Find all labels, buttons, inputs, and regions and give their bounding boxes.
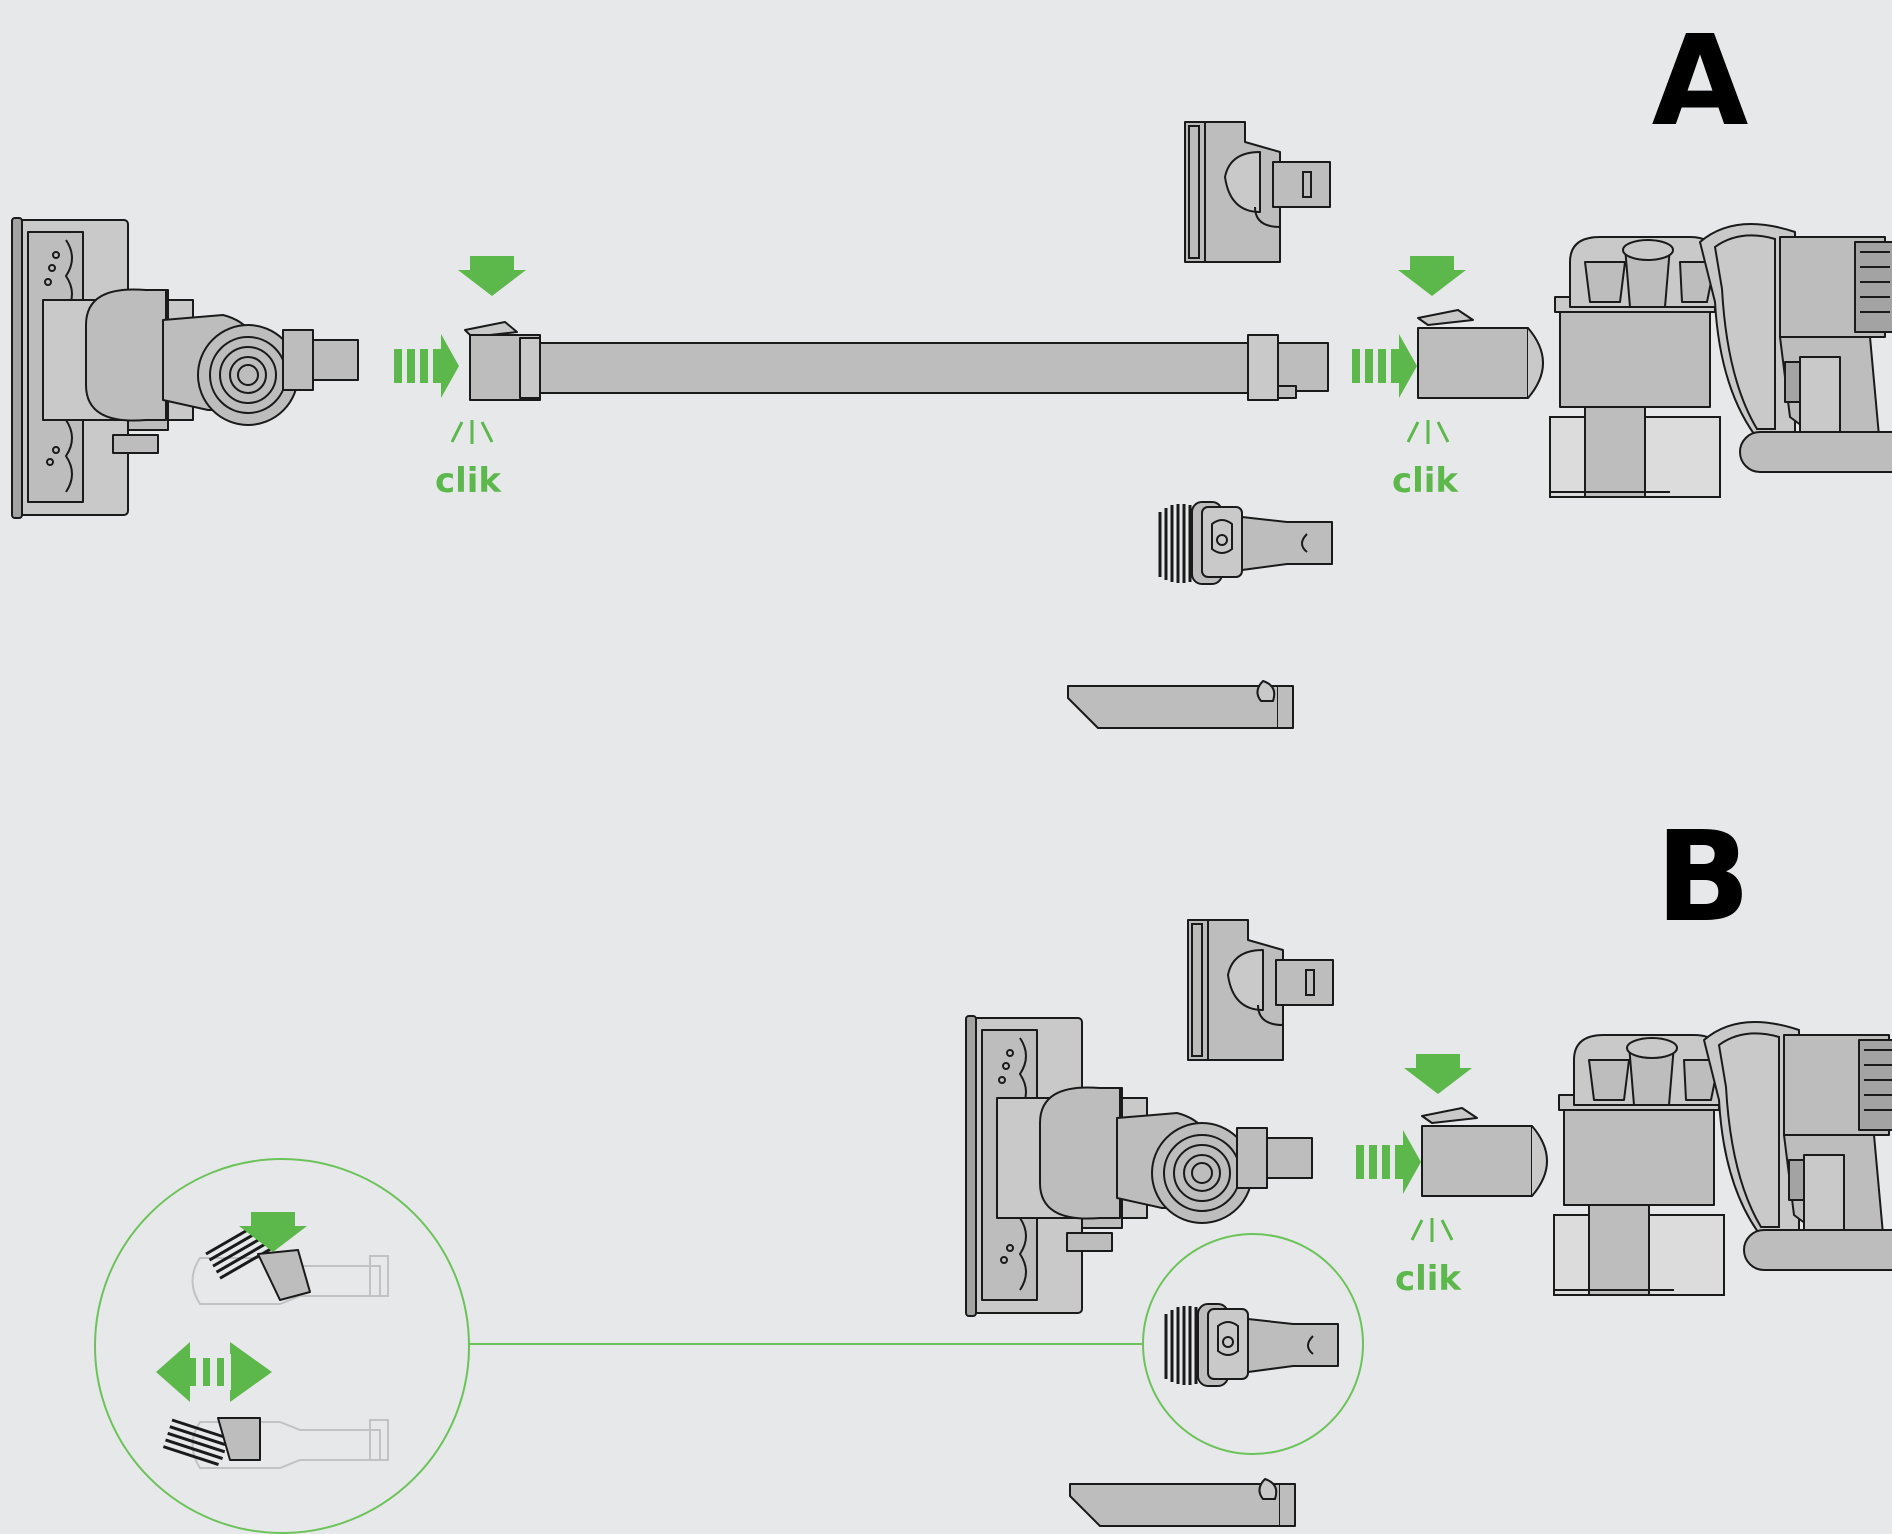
slide-arrow-icon bbox=[156, 1342, 272, 1402]
crevice-tool-a bbox=[1067, 680, 1294, 729]
push-arrow-icon bbox=[394, 334, 459, 398]
combination-brush-a bbox=[1158, 500, 1334, 586]
push-arrow-icon bbox=[1356, 1130, 1421, 1194]
push-arrow-icon bbox=[1352, 334, 1417, 398]
click-marks-icon bbox=[1410, 1216, 1454, 1244]
brush-detail-circle bbox=[94, 1158, 470, 1534]
click-marks-icon bbox=[450, 418, 494, 446]
panel-b-letter: B bbox=[1655, 805, 1750, 950]
panel-a: A clik clik bbox=[11, 9, 1892, 729]
wide-tool-b bbox=[1187, 919, 1334, 1061]
click-marks-icon bbox=[1406, 418, 1450, 446]
press-arrow-icon bbox=[1398, 256, 1466, 296]
extension-wand bbox=[464, 321, 1329, 401]
press-arrow-icon bbox=[1404, 1054, 1472, 1094]
panel-b: B clik bbox=[94, 805, 1892, 1534]
click-label-a2: clik bbox=[1392, 461, 1459, 501]
press-arrow-icon bbox=[458, 256, 526, 296]
panel-a-letter: A bbox=[1652, 9, 1749, 154]
floor-tool-a bbox=[11, 217, 359, 519]
click-label-a1: clik bbox=[435, 461, 502, 501]
click-label-b: clik bbox=[1395, 1259, 1462, 1299]
inlet-nozzle-b bbox=[1421, 1107, 1548, 1197]
crevice-tool-b bbox=[1069, 1478, 1296, 1527]
handheld-unit-b bbox=[1553, 1021, 1892, 1296]
inlet-nozzle-a bbox=[1417, 309, 1544, 399]
wide-tool-a bbox=[1184, 121, 1331, 263]
combination-brush-b bbox=[1164, 1302, 1340, 1388]
brush-detail-press bbox=[191, 1212, 389, 1305]
handheld-unit-a bbox=[1549, 223, 1892, 498]
brush-detail-slide bbox=[156, 1342, 389, 1469]
